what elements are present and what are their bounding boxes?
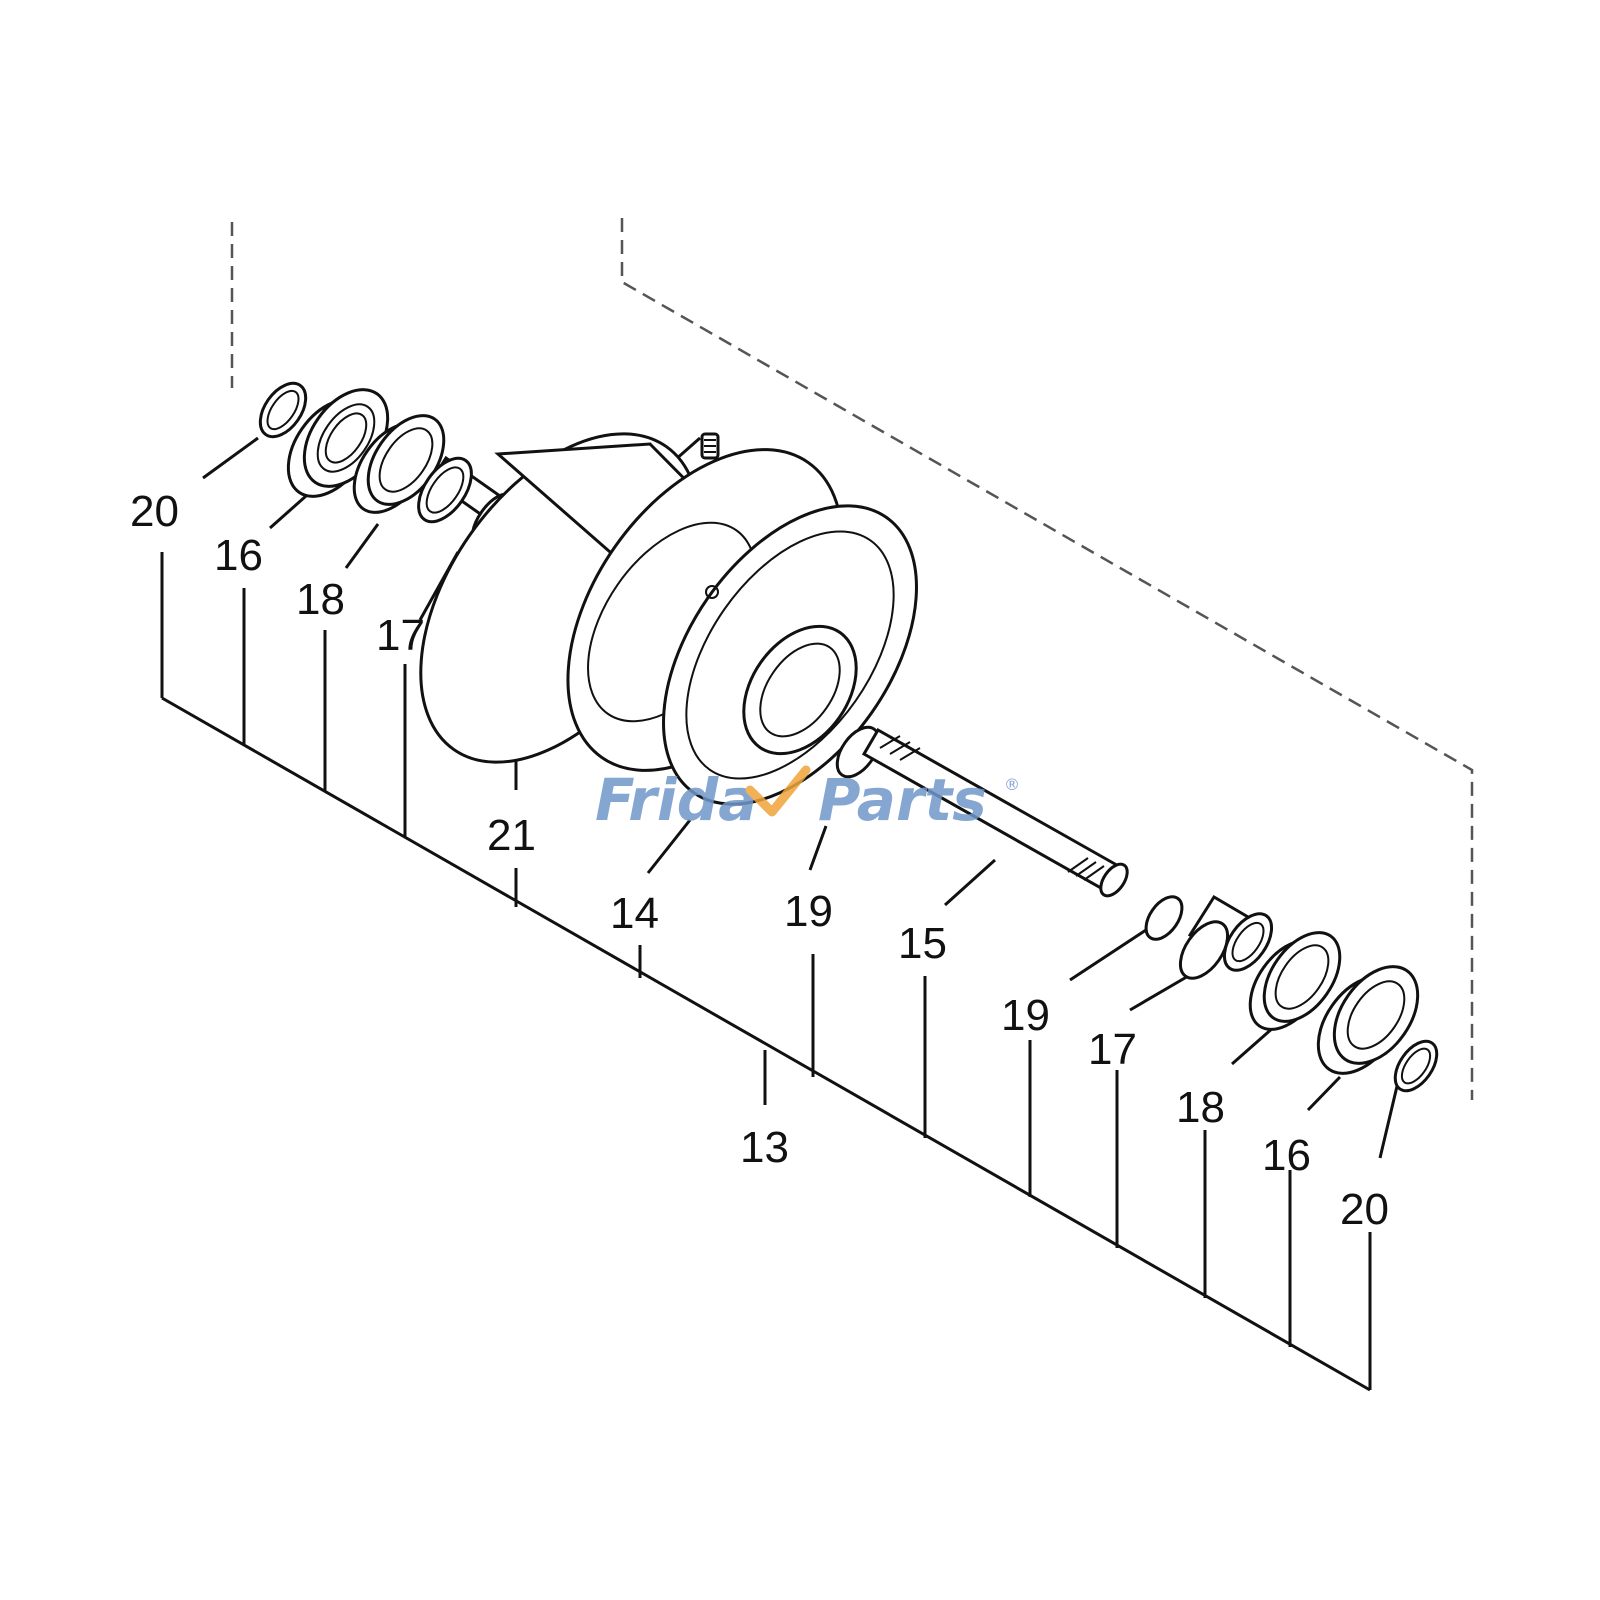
callout-19-upper: 19 (784, 887, 833, 936)
pointer-right-16 (1306, 1075, 1342, 1112)
plug-screw (700, 432, 720, 460)
pointer-right-20 (1378, 1081, 1400, 1159)
pointer-right-17 (1129, 973, 1191, 1012)
callout-right-16: 16 (1262, 1131, 1311, 1180)
watermark-reg-mark: ® (1004, 775, 1020, 794)
callout-left-17: 17 (376, 611, 425, 660)
pointer-left-16 (269, 494, 307, 530)
snap-ring-upper-19 (835, 725, 881, 779)
callout-15: 15 (898, 919, 947, 968)
callout-left-16: 16 (214, 531, 263, 580)
dashed-boundary-right (620, 218, 1474, 1100)
svg-text:Frida: Frida (595, 766, 757, 834)
watermark-text-2: Parts (818, 766, 987, 834)
roller-body (419, 432, 918, 806)
pointer-19-upper (808, 825, 828, 871)
main-baseline (161, 696, 1371, 1392)
svg-text:®: ® (1004, 775, 1020, 794)
callout-right-18: 18 (1176, 1083, 1225, 1132)
watermark-text-1: Frida (595, 766, 757, 834)
fridayparts-watermark: Frida Parts ® (595, 765, 1020, 834)
callout-left-18: 18 (296, 575, 345, 624)
callout-right-20: 20 (1340, 1185, 1389, 1234)
snap-ring-right-19 (1144, 895, 1184, 941)
pointer-left-20 (202, 436, 259, 480)
shaft (861, 727, 1129, 898)
callout-21: 21 (487, 811, 536, 860)
pointer-right-19 (1069, 928, 1147, 982)
watermark-check-mark (745, 765, 811, 817)
seal-right (1248, 931, 1342, 1031)
snap-ring-right (1393, 1039, 1439, 1093)
bushing-right (1178, 894, 1274, 980)
callout-right-17: 17 (1088, 1025, 1137, 1074)
callout-right-19: 19 (1001, 991, 1050, 1040)
pointer-left-18 (344, 523, 380, 569)
pointer-14 (646, 819, 692, 874)
svg-text:Parts: Parts (818, 766, 987, 834)
callout-left-20: 20 (130, 487, 179, 536)
callout-13: 13 (740, 1123, 789, 1172)
bearing-right (1316, 965, 1420, 1075)
snap-ring-left (258, 381, 308, 439)
callout-14: 14 (610, 889, 659, 938)
pointer-15 (943, 858, 997, 907)
